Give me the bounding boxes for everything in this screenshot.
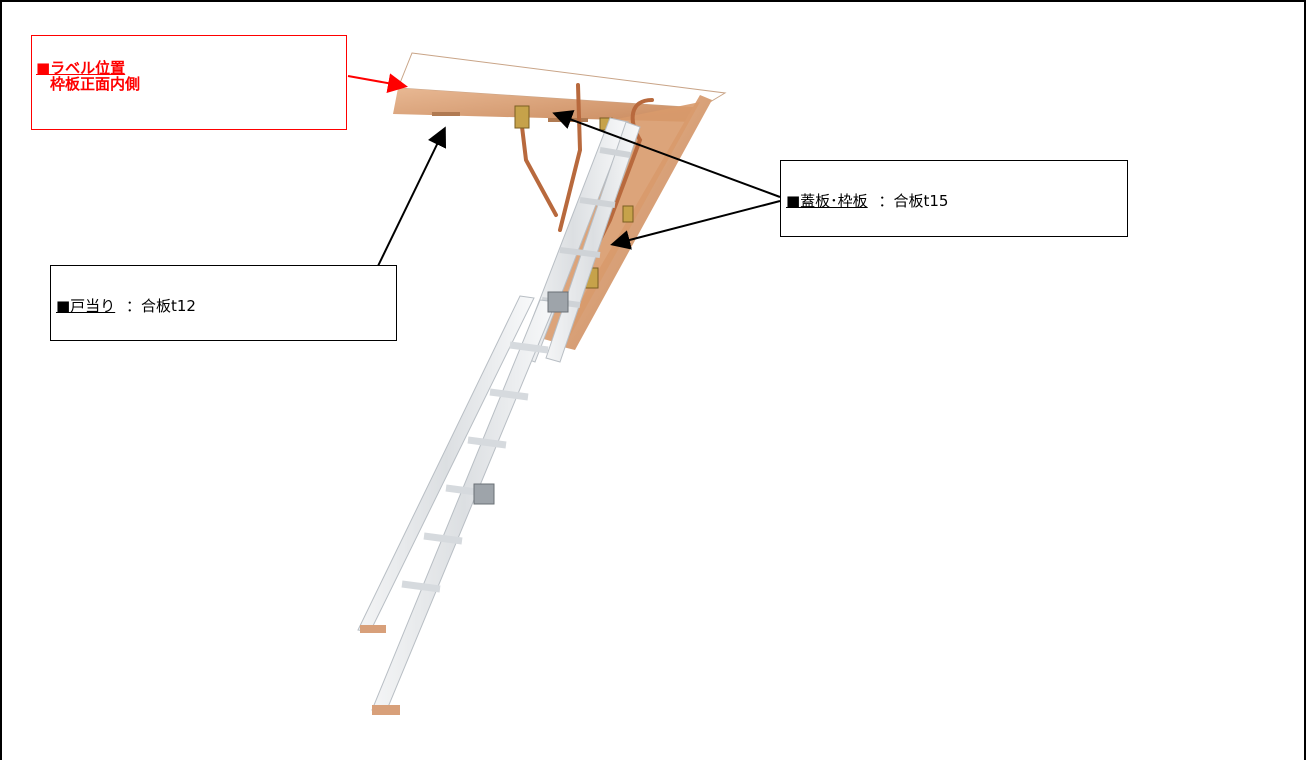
cover-frame-board-label: ■蓋板･枠板 ：合板t15: [786, 190, 948, 211]
label-position-callout: [31, 35, 347, 130]
door-stop-label: ■戸当り ：合板t12: [56, 295, 196, 316]
door-stop-spec: ：合板t12: [125, 297, 196, 315]
label-position-title: ■ラベル位置: [36, 59, 126, 77]
door-stop-callout: [50, 265, 397, 341]
lower-ladder: [357, 291, 569, 715]
cover-frame-board-title: ■蓋板･枠板: [786, 192, 868, 210]
door-stop-title: ■戸当り: [56, 297, 116, 315]
cover-frame-board-callout: [780, 160, 1128, 237]
cover-frame-board-spec: ：合板t15: [878, 192, 949, 210]
leader-lines: [347, 73, 781, 267]
hatch-frame: [393, 52, 727, 122]
attic-ladder-illustration: [347, 52, 781, 715]
label-position-text: ■ラベル位置 枠板正面内側: [36, 60, 140, 92]
label-position-detail: 枠板正面内側: [50, 75, 141, 93]
